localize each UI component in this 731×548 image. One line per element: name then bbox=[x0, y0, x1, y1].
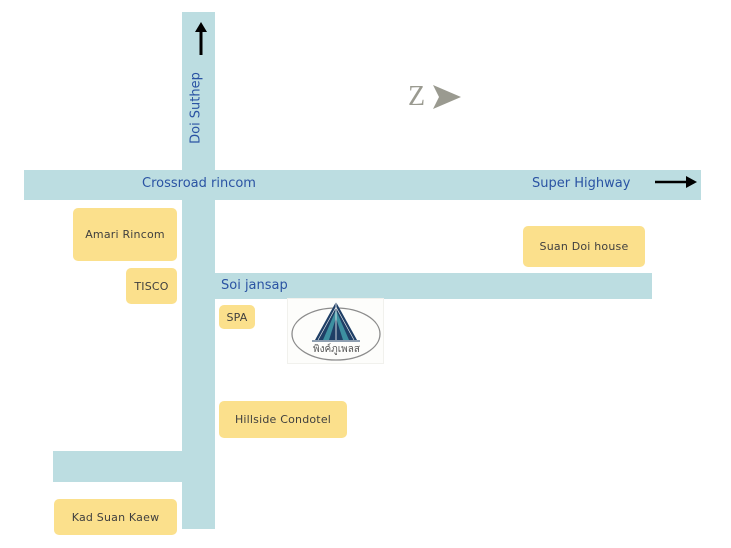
hotel-logo-script: พิงค์ภูเพลส bbox=[313, 344, 360, 355]
place-kad-suan-kaew: Kad Suan Kaew bbox=[54, 499, 177, 535]
hotel-logo: พิงค์ภูเพลส bbox=[287, 298, 384, 364]
east-arrow-icon bbox=[655, 176, 697, 188]
soi-jansap-road bbox=[210, 273, 652, 299]
place-hillside-condotel: Hillside Condotel bbox=[219, 401, 347, 438]
compass-arrow-icon bbox=[433, 85, 461, 109]
doi-suthep-road bbox=[182, 12, 215, 529]
hotel-logo-triangle-icon bbox=[291, 302, 381, 361]
place-tisco: TISCO bbox=[126, 268, 177, 304]
lower-side-road bbox=[53, 451, 215, 482]
crossroad-rincom-road bbox=[24, 170, 701, 200]
place-spa: SPA bbox=[219, 305, 255, 329]
doi-suthep-label: Doi Suthep bbox=[188, 72, 204, 144]
place-suan-doi-house: Suan Doi house bbox=[523, 226, 645, 267]
place-amari-rincom: Amari Rincom bbox=[73, 208, 177, 261]
north-arrow-icon bbox=[195, 22, 207, 55]
super-highway-label: Super Highway bbox=[532, 176, 631, 191]
crossroad-rincom-label: Crossroad rincom bbox=[142, 176, 256, 191]
compass-letter: Z bbox=[408, 81, 426, 112]
soi-jansap-label: Soi jansap bbox=[221, 278, 288, 293]
